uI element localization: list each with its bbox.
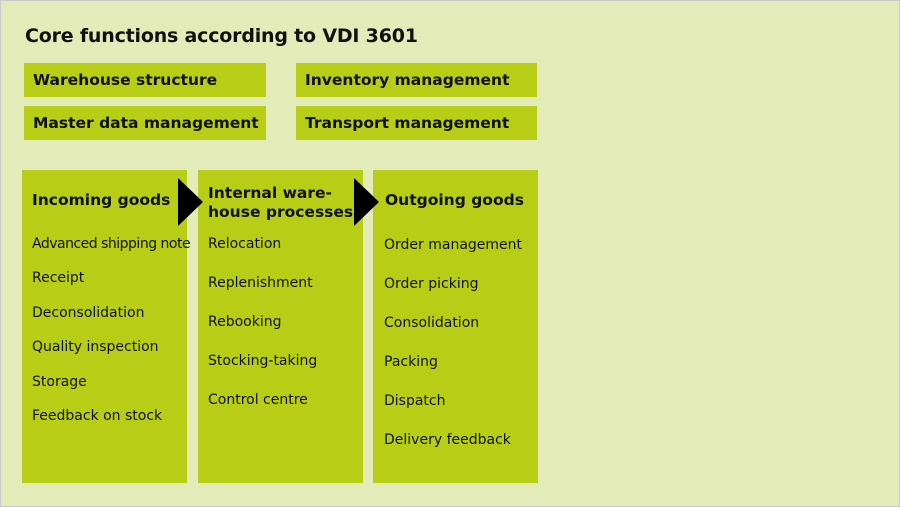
list-item: Feedback on stock: [32, 407, 163, 424]
function-label: Inventory management: [305, 71, 510, 89]
list-item: Rebooking: [208, 314, 282, 330]
column-item-list: Advanced shipping note Receipt Deconsoli…: [32, 236, 191, 442]
list-item: Dispatch: [384, 393, 446, 409]
column-incoming-goods: Incoming goods Advanced shipping note Re…: [22, 170, 191, 483]
list-item: Advanced shipping note: [32, 236, 191, 252]
list-item: Order picking: [384, 276, 479, 292]
column-item-list: Relocation Replenishment Rebooking Stock…: [208, 236, 317, 431]
column-title-line: house processes: [208, 203, 354, 221]
diagram-title: Core functions according to VDI 3601: [25, 25, 418, 47]
list-item: Stocking-taking: [208, 353, 318, 369]
column-title: Incoming goods: [32, 191, 171, 209]
list-item: Receipt: [32, 270, 85, 287]
function-label: Warehouse structure: [33, 71, 218, 89]
list-item: Storage: [32, 373, 87, 390]
list-item: Control centre: [208, 392, 308, 408]
column-title: Internal ware- house processes: [208, 184, 353, 222]
list-item: Quality inspection: [32, 339, 159, 356]
list-item: Deconsolidation: [32, 304, 145, 321]
list-item: Replenishment: [208, 275, 313, 291]
list-item: Relocation: [208, 236, 282, 252]
flow-arrow-icon: [354, 178, 379, 226]
function-box-master-data-management: Master data management: [24, 106, 266, 140]
column-title: Outgoing goods: [385, 191, 524, 209]
list-item: Consolidation: [384, 315, 480, 331]
flow-arrow-icon: [178, 178, 203, 226]
function-label: Transport management: [305, 114, 510, 132]
column-item-list: Order management Order picking Consolida…: [384, 237, 522, 471]
function-box-warehouse-structure: Warehouse structure: [24, 63, 266, 97]
function-box-transport-management: Transport management: [296, 106, 537, 140]
function-box-inventory-management: Inventory management: [296, 63, 537, 97]
column-outgoing-goods: Outgoing goods Order management Order pi…: [373, 170, 538, 483]
list-item: Packing: [384, 354, 438, 370]
list-item: Order management: [384, 237, 523, 253]
column-internal-warehouse-processes: Internal ware- house processes Relocatio…: [198, 170, 363, 483]
function-label: Master data management: [33, 114, 259, 132]
list-item: Delivery feedback: [384, 432, 511, 448]
column-title-line: Internal ware-: [208, 184, 332, 202]
